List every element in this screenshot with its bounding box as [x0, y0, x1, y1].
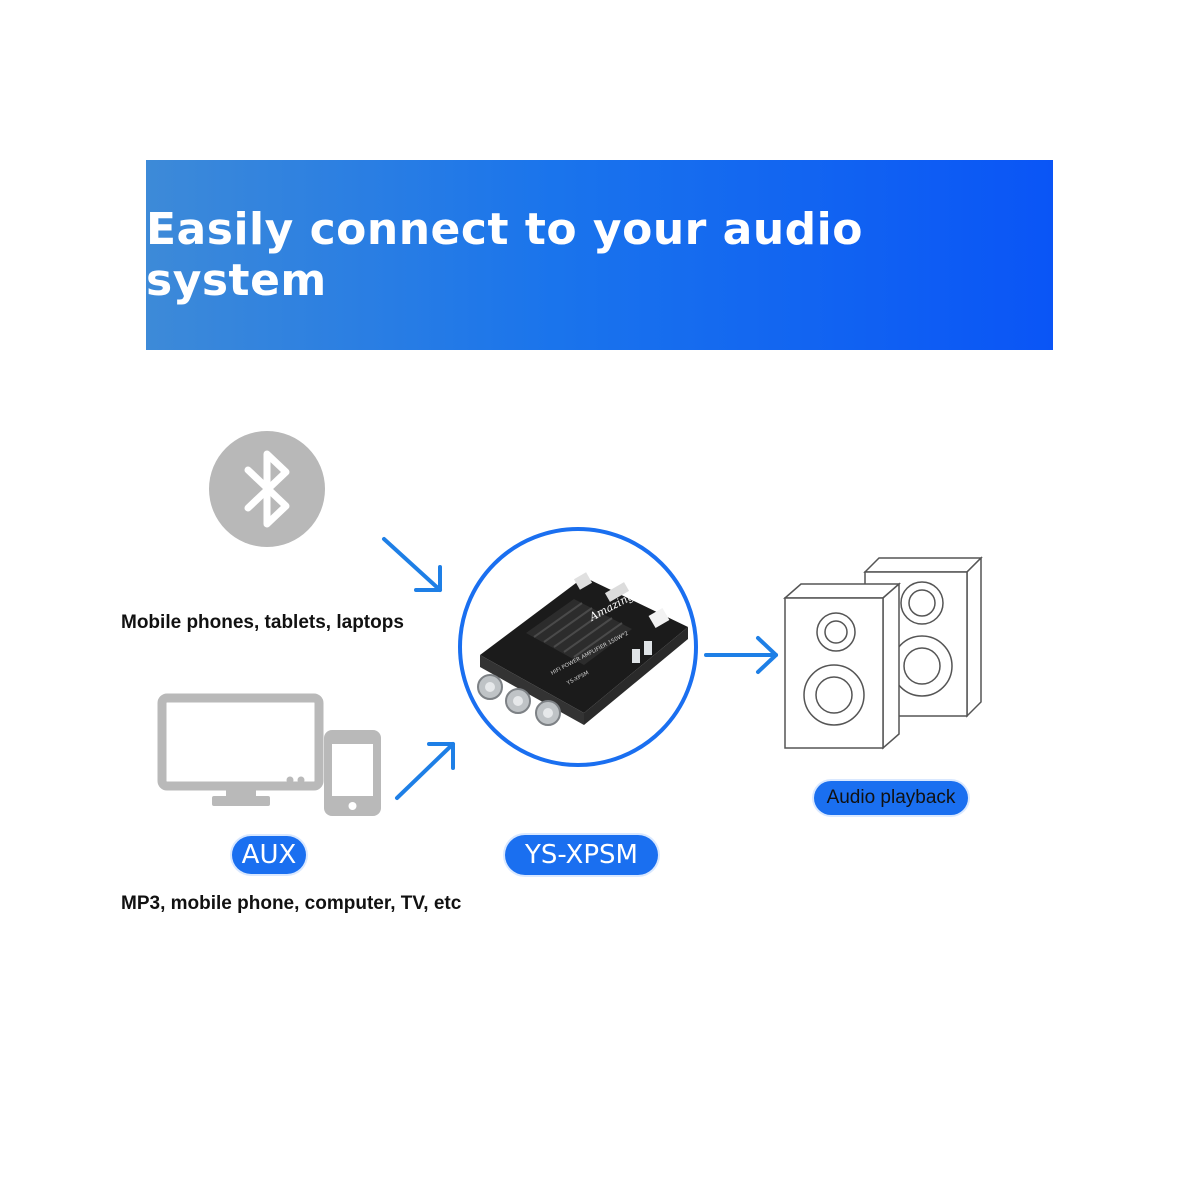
arrow-output-icon [704, 636, 778, 674]
speakers-icon [783, 556, 983, 750]
monitor-phone-icon [157, 693, 381, 816]
bluetooth-icon [209, 431, 325, 547]
banner-title: Easily connect to your audio system [146, 204, 863, 306]
aux-label: AUX [232, 836, 306, 874]
output-label: Audio playback [814, 781, 968, 815]
bluetooth-caption: Mobile phones, tablets, laptops [121, 612, 404, 633]
header-banner: Easily connect to your audio system [146, 160, 1053, 350]
arrow-bluetooth-icon [382, 537, 442, 592]
device-label: YS-XPSM [505, 835, 658, 875]
aux-caption: MP3, mobile phone, computer, TV, etc [121, 893, 462, 914]
amplifier-board-image: Amazing HIFI POWER AMPLIFIER 150W*2 YS-X… [458, 527, 698, 767]
arrow-aux-icon [395, 742, 455, 800]
